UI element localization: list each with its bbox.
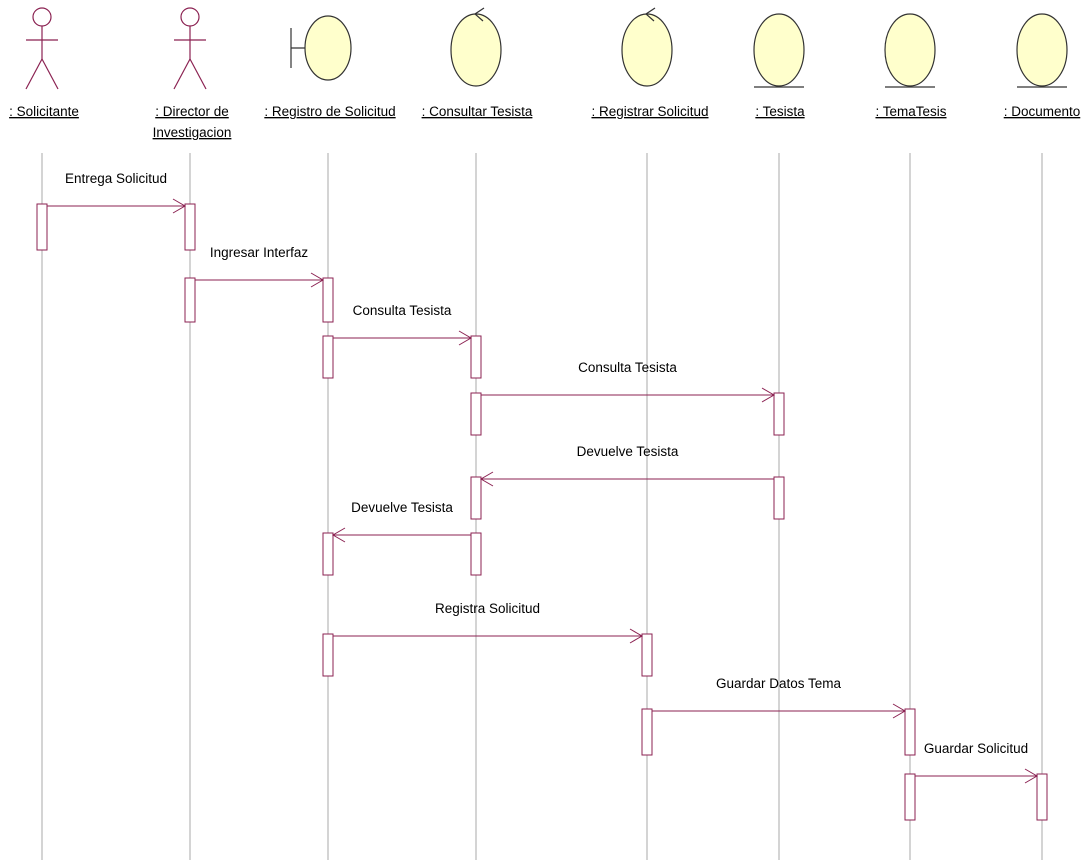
activation-bar bbox=[470, 532, 482, 576]
participant-label: : Director de bbox=[155, 104, 229, 119]
activation-bar bbox=[641, 633, 653, 677]
participant-tesista: : Tesista bbox=[753, 13, 805, 119]
message-arrowhead bbox=[458, 330, 472, 346]
entity-icon bbox=[884, 13, 936, 88]
message-arrowhead bbox=[892, 703, 906, 719]
activation-bar bbox=[470, 335, 482, 379]
activation-bar bbox=[470, 476, 482, 520]
message-arrowhead bbox=[1024, 768, 1038, 784]
participant-label: : TemaTesis bbox=[875, 104, 946, 119]
control-icon bbox=[621, 7, 673, 87]
message-8: Guardar Datos Tema bbox=[652, 676, 906, 719]
message-9: Guardar Solicitud bbox=[915, 741, 1038, 784]
message-label: Ingresar Interfaz bbox=[210, 245, 309, 260]
message-label: Devuelve Tesista bbox=[577, 444, 679, 459]
message-arrowhead bbox=[761, 387, 775, 403]
activation-bar bbox=[904, 708, 916, 756]
participant-label: : Registro de Solicitud bbox=[264, 104, 395, 119]
message-5: Devuelve Tesista bbox=[480, 444, 774, 487]
message-label: Devuelve Tesista bbox=[351, 500, 453, 515]
message-arrowhead bbox=[172, 198, 186, 214]
message-3: Consulta Tesista bbox=[333, 303, 472, 346]
message-label: Guardar Solicitud bbox=[924, 741, 1028, 756]
boundary-icon bbox=[290, 15, 352, 81]
message-arrowhead bbox=[629, 628, 643, 644]
participant-registrar: : Registrar Solicitud bbox=[591, 7, 709, 119]
message-arrowhead bbox=[310, 272, 324, 288]
message-label: Entrega Solicitud bbox=[65, 171, 167, 186]
message-label: Guardar Datos Tema bbox=[716, 676, 842, 691]
message-label: Consulta Tesista bbox=[578, 360, 677, 375]
message-arrowhead bbox=[332, 527, 346, 543]
activation-bar bbox=[322, 277, 334, 323]
activation-bar bbox=[1036, 773, 1048, 821]
activation-bar bbox=[322, 335, 334, 379]
participant-registro: : Registro de Solicitud bbox=[264, 15, 396, 119]
message-4: Consulta Tesista bbox=[481, 360, 775, 403]
participant-label-line2: Investigacion bbox=[153, 125, 232, 140]
activation-bar bbox=[641, 708, 653, 756]
participant-director: : Director de Investigacion bbox=[153, 7, 232, 140]
message-6: Devuelve Tesista bbox=[332, 500, 471, 543]
participant-documento: : Documento bbox=[1004, 13, 1081, 119]
activation-bar bbox=[36, 203, 48, 251]
message-arrowhead bbox=[480, 471, 494, 487]
message-1: Entrega Solicitud bbox=[47, 171, 186, 214]
actor-icon bbox=[25, 7, 59, 90]
participant-label: : Consultar Tesista bbox=[422, 104, 533, 119]
participant-label: : Documento bbox=[1004, 104, 1081, 119]
message-label: Registra Solicitud bbox=[435, 601, 540, 616]
activation-bar bbox=[904, 773, 916, 821]
message-label: Consulta Tesista bbox=[353, 303, 452, 318]
message-2: Ingresar Interfaz bbox=[195, 245, 324, 288]
activation-bar bbox=[322, 633, 334, 677]
control-icon bbox=[450, 7, 502, 87]
activation-bar bbox=[184, 203, 196, 251]
activations bbox=[36, 203, 1048, 821]
participants: : Solicitante : Director de Investigacion:… bbox=[9, 7, 1081, 140]
entity-icon bbox=[1016, 13, 1068, 88]
activation-bar bbox=[773, 476, 785, 520]
actor-icon bbox=[173, 7, 207, 90]
activation-bar bbox=[322, 532, 334, 576]
entity-icon bbox=[753, 13, 805, 88]
participant-consultar: : Consultar Tesista bbox=[422, 7, 533, 119]
activation-bar bbox=[470, 392, 482, 436]
activation-bar bbox=[184, 277, 196, 323]
lifelines bbox=[41, 153, 1043, 860]
participant-tematesis: : TemaTesis bbox=[875, 13, 947, 119]
activation-bar bbox=[773, 392, 785, 436]
participant-label: : Registrar Solicitud bbox=[591, 104, 708, 119]
participant-label: : Solicitante bbox=[9, 104, 79, 119]
message-7: Registra Solicitud bbox=[333, 601, 643, 644]
participant-label: : Tesista bbox=[755, 104, 805, 119]
participant-solicitante: : Solicitante bbox=[9, 7, 79, 119]
